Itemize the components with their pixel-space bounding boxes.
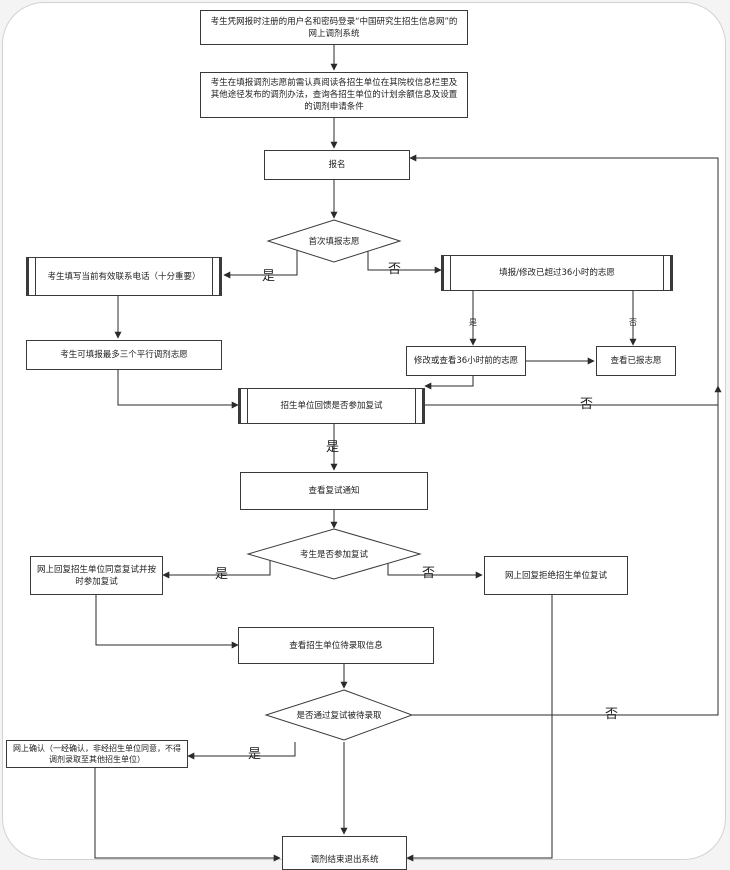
edge-n14-n15 [94, 768, 281, 862]
edge-n11-n13 [95, 595, 239, 649]
node-read-rules: 考生在填报调剂志愿前需认真阅读各招生单位在其院校信息栏里及其他途径发布的调剂办法… [200, 72, 468, 118]
label-d1-yes: 是 [262, 269, 276, 284]
label-d3-yes: 是 [248, 747, 262, 762]
decision-diamond-d2 [246, 528, 422, 580]
edge-n12-n15 [406, 595, 553, 862]
edge-d2-n11 [162, 558, 271, 579]
node-view-retest-notice: 查看复试通知 [240, 472, 428, 510]
edge-d1-n4 [223, 250, 298, 279]
label-n5-no: 否 [629, 318, 637, 327]
label-n9-no: 否 [580, 397, 594, 412]
node-three-parallel: 考生可填报最多三个平行调剂志愿 [26, 340, 222, 370]
node-fill-phone: 考生填写当前有效联系电话（十分重要） [26, 257, 222, 296]
decision-passed-retest: 是否通过复试被待录取 [296, 711, 382, 721]
label-d3-no: 否 [605, 707, 619, 722]
node-online-confirm: 网上确认（一经确认，非经招生单位同意，不得调剂录取至其他招生单位） [6, 740, 188, 768]
edge-n9-n3 [409, 154, 719, 406]
node-end-exit: 调剂结束退出系统 [282, 836, 407, 870]
node-register: 报名 [264, 150, 410, 180]
node-reject-retest: 网上回复拒绝招生单位复试 [484, 556, 628, 595]
node-agree-retest: 网上回复招生单位同意复试并按时参加复试 [30, 556, 163, 595]
label-n5-yes: 是 [469, 318, 477, 327]
edge-d3-n14 [187, 742, 296, 760]
decision-attend-retest: 考生是否参加复试 [299, 550, 368, 560]
label-d2-no: 否 [422, 566, 436, 581]
decision-first-application: 首次填报志愿 [308, 237, 360, 247]
decision-diamond-d1 [266, 219, 402, 263]
edge-d1-n5 [367, 251, 442, 274]
node-view-applications: 查看已报志愿 [596, 346, 676, 376]
edge-n7-n9 [424, 376, 474, 390]
node-modify-view-36h: 修改或查看36小时前的志愿 [406, 346, 526, 376]
edge-d3-loop [412, 388, 719, 716]
decision-diamond-d3 [264, 689, 414, 741]
node-fill-modify-36h: 填报/修改已超过36小时的志愿 [441, 255, 673, 291]
edge-n6-n9 [117, 370, 239, 409]
label-d2-yes: 是 [215, 567, 229, 582]
label-n9-yes: 是 [326, 440, 340, 455]
node-view-admission-info: 查看招生单位待录取信息 [238, 627, 434, 664]
label-d1-no: 否 [388, 262, 402, 277]
node-unit-feedback-retest: 招生单位回馈是否参加复试 [238, 388, 425, 424]
node-login: 考生凭网报时注册的用户名和密码登录“中国研究生招生信息网”的网上调剂系统 [200, 10, 468, 45]
